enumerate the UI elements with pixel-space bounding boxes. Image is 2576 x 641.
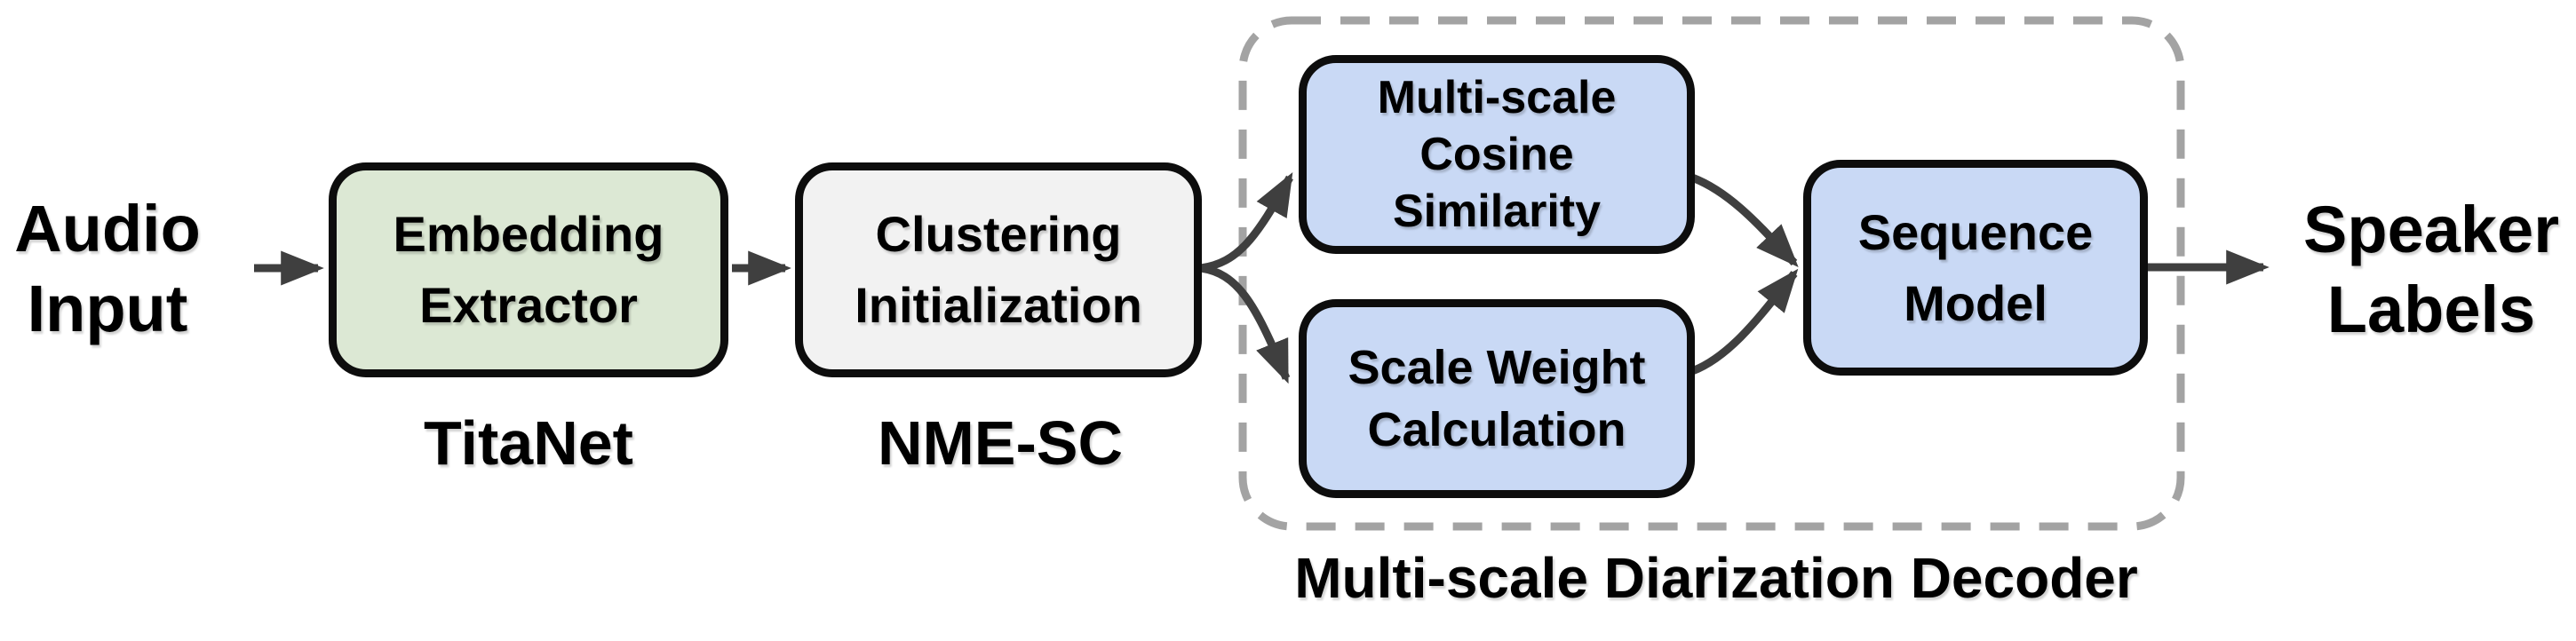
scale-weight-calculation-node: Scale Weight Calculation [1299, 299, 1695, 498]
node-label-line: Model [1904, 274, 2047, 331]
node-label-line: Embedding [393, 206, 664, 262]
sequence-model-node: Sequence Model [1803, 160, 2148, 376]
clustering-initialization-node: Clustering Initialization [795, 162, 1202, 377]
arrow-scaleweight-to-sequence [1690, 268, 1799, 376]
arrow-clustering-to-cosine [1200, 172, 1293, 273]
arrow-clustering-to-scaleweight [1200, 264, 1291, 384]
multiscale-cosine-similarity-node: Multi-scale Cosine Similarity [1299, 55, 1695, 254]
node-label-line: Multi-scale [1377, 72, 1617, 123]
arrow-cosine-to-sequence [1690, 173, 1799, 267]
node-label-line: Cosine [1419, 129, 1574, 180]
node-label-line: Extractor [419, 277, 638, 333]
speaker-labels-line2: Labels [2326, 273, 2536, 346]
decoder-group-outline [1238, 16, 2185, 531]
decoder-group-caption: Multi-scale Diarization Decoder [1294, 546, 2138, 610]
speaker-labels-line1: Speaker [2303, 193, 2559, 266]
nme-sc-caption: NME-SC [877, 408, 1124, 478]
node-label-line: Similarity [1392, 186, 1602, 237]
node-label-line: Initialization [855, 277, 1142, 333]
node-label-line: Scale Weight [1348, 341, 1646, 394]
audio-input-line1: Audio [14, 192, 201, 265]
node-label-line: Calculation [1367, 403, 1626, 456]
titanet-caption: TitaNet [424, 408, 633, 478]
embedding-extractor-node: Embedding Extractor [329, 162, 728, 377]
speaker-labels-label: Speaker Labels [2303, 190, 2559, 350]
audio-input-label: Audio Input [14, 189, 201, 349]
node-label-line: Sequence [1857, 203, 2094, 260]
node-label-line: Clustering [875, 206, 1122, 262]
audio-input-line2: Input [27, 272, 188, 345]
